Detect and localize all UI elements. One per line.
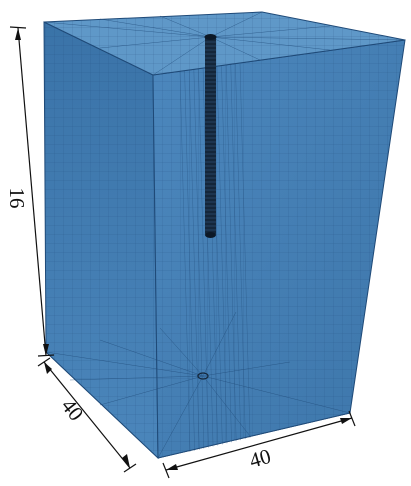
radial-line [159, 15, 211, 38]
mesh-band-line [225, 64, 237, 442]
width-label: 40 [247, 444, 274, 473]
pile [204, 34, 217, 238]
mesh-band-line [184, 70, 195, 451]
pile-tip [205, 232, 216, 238]
mesh-band-line [202, 67, 214, 447]
radial-line [159, 327, 204, 377]
radial-line [99, 339, 204, 377]
pile-tip-projection [197, 372, 209, 380]
radial-line [157, 375, 204, 459]
radial-line [210, 11, 263, 38]
radial-line [210, 36, 331, 51]
radial-line [152, 36, 211, 76]
height-dimension [9, 26, 55, 357]
depth-label: 40 [57, 394, 89, 425]
radial-line [69, 375, 204, 381]
mesh-band-line [239, 62, 251, 439]
width-dimension [162, 410, 356, 479]
depth-dimension [37, 357, 137, 473]
top-radial-mesh [43, 11, 406, 76]
radial-line [210, 36, 261, 61]
mesh-band-line [216, 66, 228, 444]
radial-line [99, 36, 211, 49]
bottom-radial-mesh [45, 311, 351, 459]
radial-line [202, 361, 291, 377]
pile-mesh-rings [205, 41, 216, 231]
radial-line [202, 375, 351, 414]
mesh-band-line [179, 70, 191, 453]
radial-line [45, 351, 204, 377]
radial-line [210, 25, 331, 38]
mesh-band-line [198, 68, 209, 448]
radial-line [99, 375, 204, 406]
height-label: 16 [5, 188, 29, 209]
radial-line [99, 18, 211, 38]
mesh-band-line [235, 63, 246, 440]
pile-head [204, 34, 217, 40]
front-face-mesh [44, 22, 158, 458]
radial-line [43, 21, 211, 38]
mesh-band-line [188, 69, 200, 450]
radial-line [202, 375, 251, 437]
radial-line [210, 36, 406, 41]
mesh-band-line [230, 64, 242, 441]
mesh-band-line [221, 65, 232, 443]
mesh-band-line [193, 69, 205, 449]
